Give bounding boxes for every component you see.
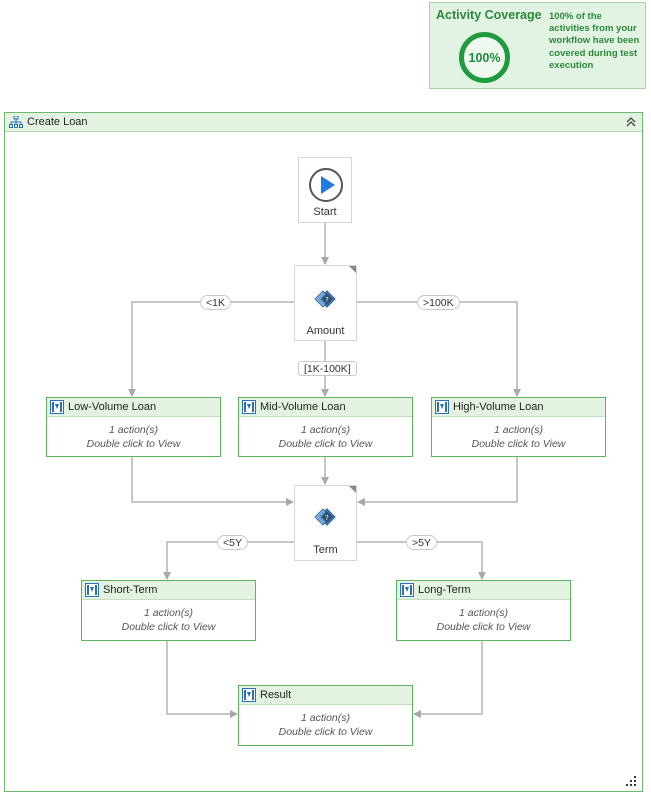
container-title: Create Loan (27, 116, 88, 128)
state-header: High-Volume Loan (432, 398, 605, 417)
coverage-ring: 100% (459, 32, 510, 83)
double-chevron-up-icon[interactable] (624, 115, 638, 129)
state-body: 1 action(s) Double click to View (432, 423, 605, 451)
decision-icon: ? (314, 290, 336, 308)
state-actions: 1 action(s) (493, 424, 544, 436)
state-actions: 1 action(s) (300, 424, 351, 436)
sequence-icon (242, 688, 256, 702)
state-body: 1 action(s) Double click to View (239, 423, 412, 451)
state-result[interactable]: Result 1 action(s) Double click to View (238, 685, 413, 746)
state-hint: Double click to View (278, 438, 373, 450)
condition-gt5y[interactable]: >5Y (406, 535, 437, 550)
state-title: High-Volume Loan (453, 401, 544, 413)
sequence-icon (435, 400, 449, 414)
condition-gt100k[interactable]: >100K (417, 295, 460, 310)
sequence-icon (50, 400, 64, 414)
decision-term[interactable]: ? Term (294, 485, 357, 561)
coverage-percent: 100% (468, 50, 501, 65)
corner-marker (349, 486, 356, 493)
state-body: 1 action(s) Double click to View (82, 606, 255, 634)
start-label: Start (313, 206, 337, 218)
state-title: Short-Term (103, 584, 158, 596)
condition-lt1k[interactable]: <1K (200, 295, 231, 310)
sequence-icon (400, 583, 414, 597)
state-low-volume-loan[interactable]: Low-Volume Loan 1 action(s) Double click… (46, 397, 221, 457)
resize-grip-icon[interactable] (626, 776, 636, 786)
state-actions: 1 action(s) (300, 712, 351, 724)
decision-amount[interactable]: ? Amount (294, 265, 357, 341)
decision-amount-label: Amount (306, 325, 345, 337)
corner-marker (349, 266, 356, 273)
decision-term-label: Term (313, 544, 338, 556)
state-actions: 1 action(s) (108, 424, 159, 436)
state-title: Mid-Volume Loan (260, 401, 346, 413)
state-body: 1 action(s) Double click to View (47, 423, 220, 451)
play-icon (309, 168, 343, 202)
decision-icon: ? (314, 508, 336, 526)
state-body: 1 action(s) Double click to View (239, 711, 412, 739)
state-hint: Double click to View (278, 726, 373, 738)
condition-lt5y[interactable]: <5Y (217, 535, 248, 550)
start-node[interactable]: Start (298, 157, 352, 223)
container-header[interactable]: Create Loan (5, 113, 642, 132)
state-hint: Double click to View (436, 621, 531, 633)
state-actions: 1 action(s) (458, 607, 509, 619)
state-long-term[interactable]: Long-Term 1 action(s) Double click to Vi… (396, 580, 571, 641)
sequence-icon (242, 400, 256, 414)
state-header: Low-Volume Loan (47, 398, 220, 417)
state-title: Long-Term (418, 584, 471, 596)
condition-mid[interactable]: [1K-100K] (298, 361, 357, 376)
state-header: Short-Term (82, 581, 255, 600)
state-body: 1 action(s) Double click to View (397, 606, 570, 634)
state-hint: Double click to View (471, 438, 566, 450)
flowchart-icon (9, 116, 23, 128)
state-hint: Double click to View (121, 621, 216, 633)
state-header: Result (239, 686, 412, 705)
state-mid-volume-loan[interactable]: Mid-Volume Loan 1 action(s) Double click… (238, 397, 413, 457)
activity-coverage-panel: Activity Coverage 100% 100% of the activ… (429, 2, 646, 89)
svg-text:?: ? (325, 296, 329, 304)
sequence-icon (85, 583, 99, 597)
svg-text:?: ? (325, 514, 329, 522)
state-title: Low-Volume Loan (68, 401, 157, 413)
state-header: Mid-Volume Loan (239, 398, 412, 417)
state-hint: Double click to View (86, 438, 181, 450)
state-header: Long-Term (397, 581, 570, 600)
coverage-title: Activity Coverage (436, 8, 542, 22)
state-actions: 1 action(s) (143, 607, 194, 619)
state-title: Result (260, 689, 292, 701)
state-high-volume-loan[interactable]: High-Volume Loan 1 action(s) Double clic… (431, 397, 606, 457)
state-short-term[interactable]: Short-Term 1 action(s) Double click to V… (81, 580, 256, 641)
coverage-description: 100% of the activities from your workflo… (549, 11, 640, 71)
